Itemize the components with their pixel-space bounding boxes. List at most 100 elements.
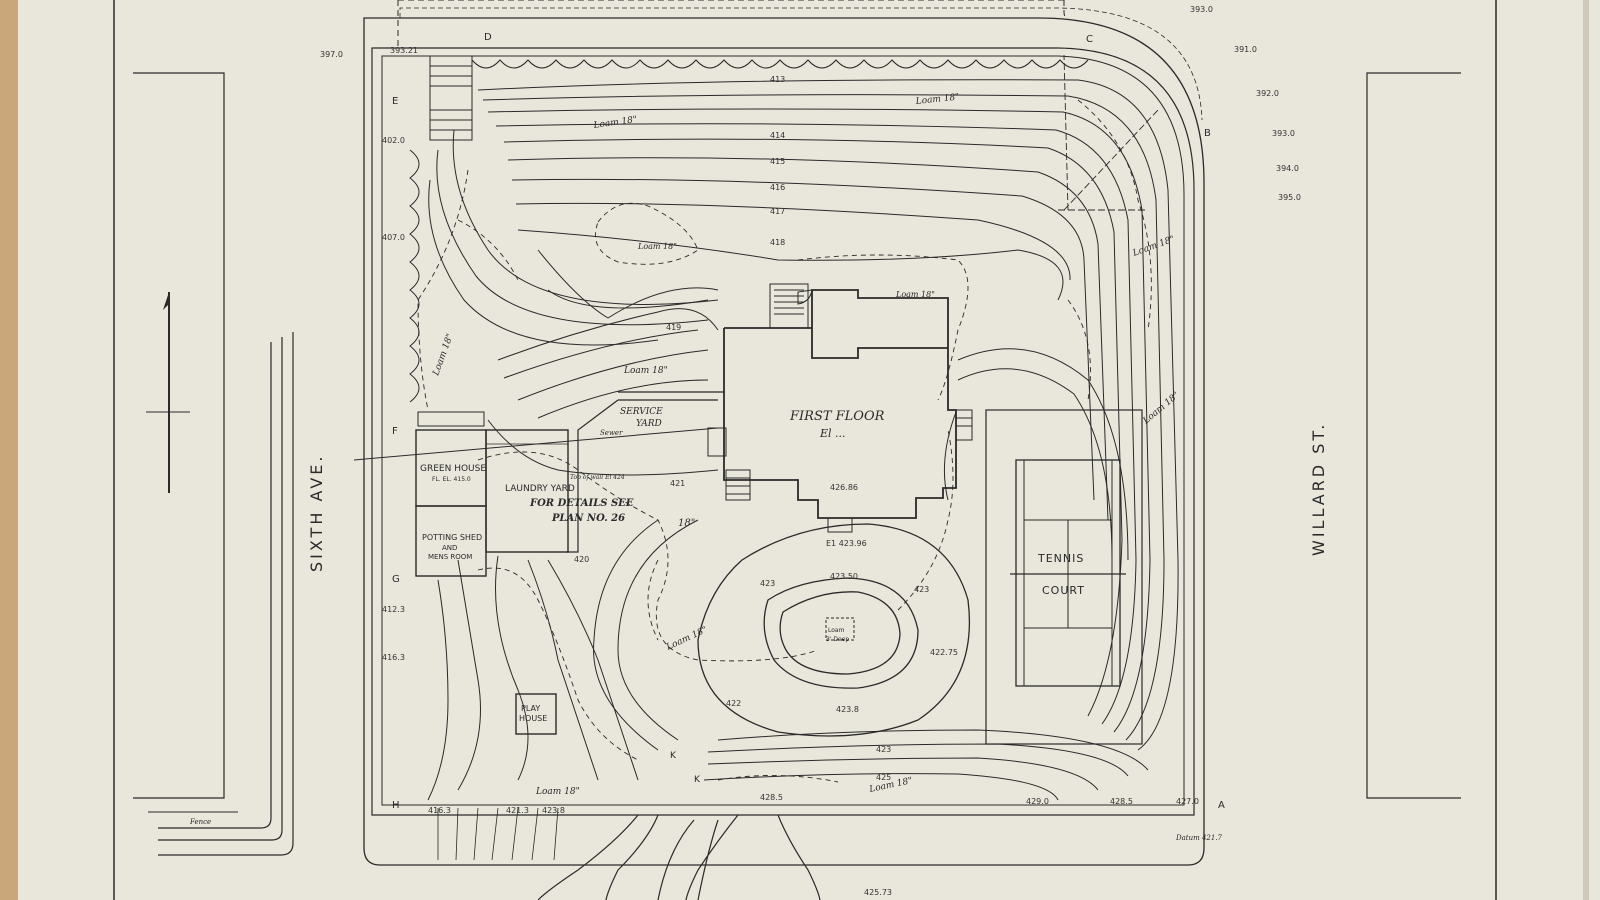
contour-label: 416	[770, 183, 785, 192]
elevation-label: 416.3	[428, 806, 451, 815]
contour-label: 421	[670, 479, 685, 488]
loam-label: 18"	[678, 518, 695, 529]
corner-e: E	[392, 96, 398, 107]
contour-label: 414	[770, 131, 785, 140]
north-arrow	[146, 292, 190, 493]
corner-d: D	[484, 32, 492, 43]
elevation-label: 402.0	[382, 136, 405, 145]
elevation-label: 392.0	[1256, 89, 1279, 98]
first-floor-el: El ...	[819, 427, 846, 440]
inner-boundary-2	[381, 55, 1185, 806]
loam-boundaries	[417, 54, 1159, 783]
details-note-2: PLAN NO. 26	[551, 513, 625, 524]
plan-notes: FOR DETAILS SEE PLAN NO. 26 Datum 421.7 …	[189, 429, 1223, 842]
elevation-label: 391.0	[1234, 45, 1257, 54]
top-of-wall-note: Top of wall El 424	[570, 474, 625, 481]
loam-labels: Loam 18" Loam 18" Loam 18" Loam 18" Loam…	[431, 92, 1181, 797]
contour-label: 423	[914, 585, 929, 594]
loam-center-1: Loam	[828, 627, 845, 634]
potting-shed-label-3: MENS ROOM	[428, 553, 472, 561]
hedge-left	[409, 149, 420, 403]
elevation-label: 423.8	[542, 806, 565, 815]
right-lot-outline	[1366, 72, 1461, 799]
elevation-label: 393.0	[1190, 5, 1213, 14]
corner-c: C	[1086, 34, 1093, 45]
elevation-label: 423.50	[830, 572, 858, 581]
contour-label: 417	[770, 207, 785, 216]
elevation-label: 429.0	[1026, 797, 1049, 806]
elevation-label: 428.5	[760, 793, 783, 802]
loam-label: Loam 18"	[623, 366, 668, 376]
left-lot-outline	[133, 72, 225, 799]
corner-b: B	[1204, 128, 1211, 139]
contour-label: 415	[770, 157, 785, 166]
loam-label: Loam 18"	[431, 332, 456, 377]
street-labels: SIXTH AVE. WILLARD ST.	[307, 422, 1328, 572]
sewer-note: Sewer	[600, 429, 623, 437]
loam-label: Loam 18"	[914, 92, 960, 107]
contour-label: 423	[876, 745, 891, 754]
loam-label: Loam 18"	[637, 242, 677, 251]
house-porches	[707, 283, 973, 533]
tennis-court	[985, 409, 1143, 745]
elevation-label: 395.0	[1278, 193, 1301, 202]
elevation-label: 393.21	[390, 46, 418, 55]
tennis-label: TENNIS	[1037, 552, 1084, 565]
corner-f: F	[392, 426, 398, 437]
corner-h: H	[392, 800, 400, 811]
outbuildings	[415, 429, 569, 735]
elevation-label: 422.75	[930, 648, 958, 657]
elevation-label: 423.8	[836, 705, 859, 714]
hedge-top	[471, 59, 1089, 69]
oval-garden	[697, 523, 971, 737]
property-outline	[363, 17, 1205, 866]
potting-shed-label-2: AND	[442, 544, 457, 552]
elevation-label: 393.0	[1272, 129, 1295, 138]
drawing-sheet: SIXTH AVE. WILLARD ST. FIRST FLOOR El ..…	[18, 0, 1600, 900]
contour-label: 419	[666, 323, 681, 332]
elevation-label: 397.0	[320, 50, 343, 59]
green-house-label: GREEN HOUSE	[420, 464, 486, 474]
service-yard-wall	[566, 391, 724, 553]
corner-k1: K	[670, 751, 677, 761]
willard-st-label: WILLARD ST.	[1309, 422, 1328, 556]
elevation-label: 425.73	[864, 888, 892, 897]
first-floor-label: FIRST FLOOR	[789, 409, 885, 424]
elevation-label: 428.5	[1110, 797, 1133, 806]
corner-letters: A B C D E F G H K K	[392, 32, 1225, 811]
sixth-ave-label: SIXTH AVE.	[307, 453, 326, 572]
potting-shed-label-1: POTTING SHED	[422, 533, 482, 542]
bottom-hatch	[437, 807, 559, 861]
contour-number-labels: 413 414 415 416 417 418 419 420 421 423 …	[574, 75, 929, 782]
sewer-line	[353, 427, 719, 461]
loam-label: Loam 18"	[592, 115, 638, 131]
elevation-label: 416.3	[382, 653, 405, 662]
contour-label: 420	[574, 555, 589, 564]
site-plan-drawing: SIXTH AVE. WILLARD ST. FIRST FLOOR El ..…	[113, 0, 1589, 900]
contour-label: 423	[760, 579, 775, 588]
elevation-label: 394.0	[1276, 164, 1299, 173]
loam-label: Loam 18"	[895, 290, 935, 299]
datum-note: Datum 421.7	[1175, 834, 1223, 842]
contour-label: 425	[876, 773, 891, 782]
corner-k2: K	[694, 775, 701, 785]
play-house-label-2: HOUSE	[519, 714, 547, 723]
green-house-el: FL. EL. 415.0	[432, 476, 471, 483]
laundry-yard-label: LAUNDRY YARD	[505, 484, 575, 494]
loam-center-2: 3' Deep	[826, 636, 849, 643]
corner-g: G	[392, 574, 400, 585]
elevation-label: E1 423.96	[826, 539, 867, 548]
loam-label: Loam 18"	[535, 787, 580, 797]
elevation-label: 426.86	[830, 483, 858, 492]
elevation-label: 407.0	[382, 233, 405, 242]
entrance-steps	[429, 55, 473, 141]
elevation-label: 427.0	[1176, 797, 1199, 806]
building-labels: FIRST FLOOR El ... GREEN HOUSE FL. EL. 4…	[420, 407, 1084, 723]
contour-label: 422	[726, 699, 741, 708]
details-note-1: FOR DETAILS SEE	[529, 498, 634, 509]
elevation-label: 412.3	[382, 605, 405, 614]
fence-note: Fence	[189, 818, 211, 826]
service-label: SERVICE	[620, 407, 663, 417]
loam-label: Loam 18"	[664, 625, 709, 653]
elevation-label: 421.3	[506, 806, 529, 815]
